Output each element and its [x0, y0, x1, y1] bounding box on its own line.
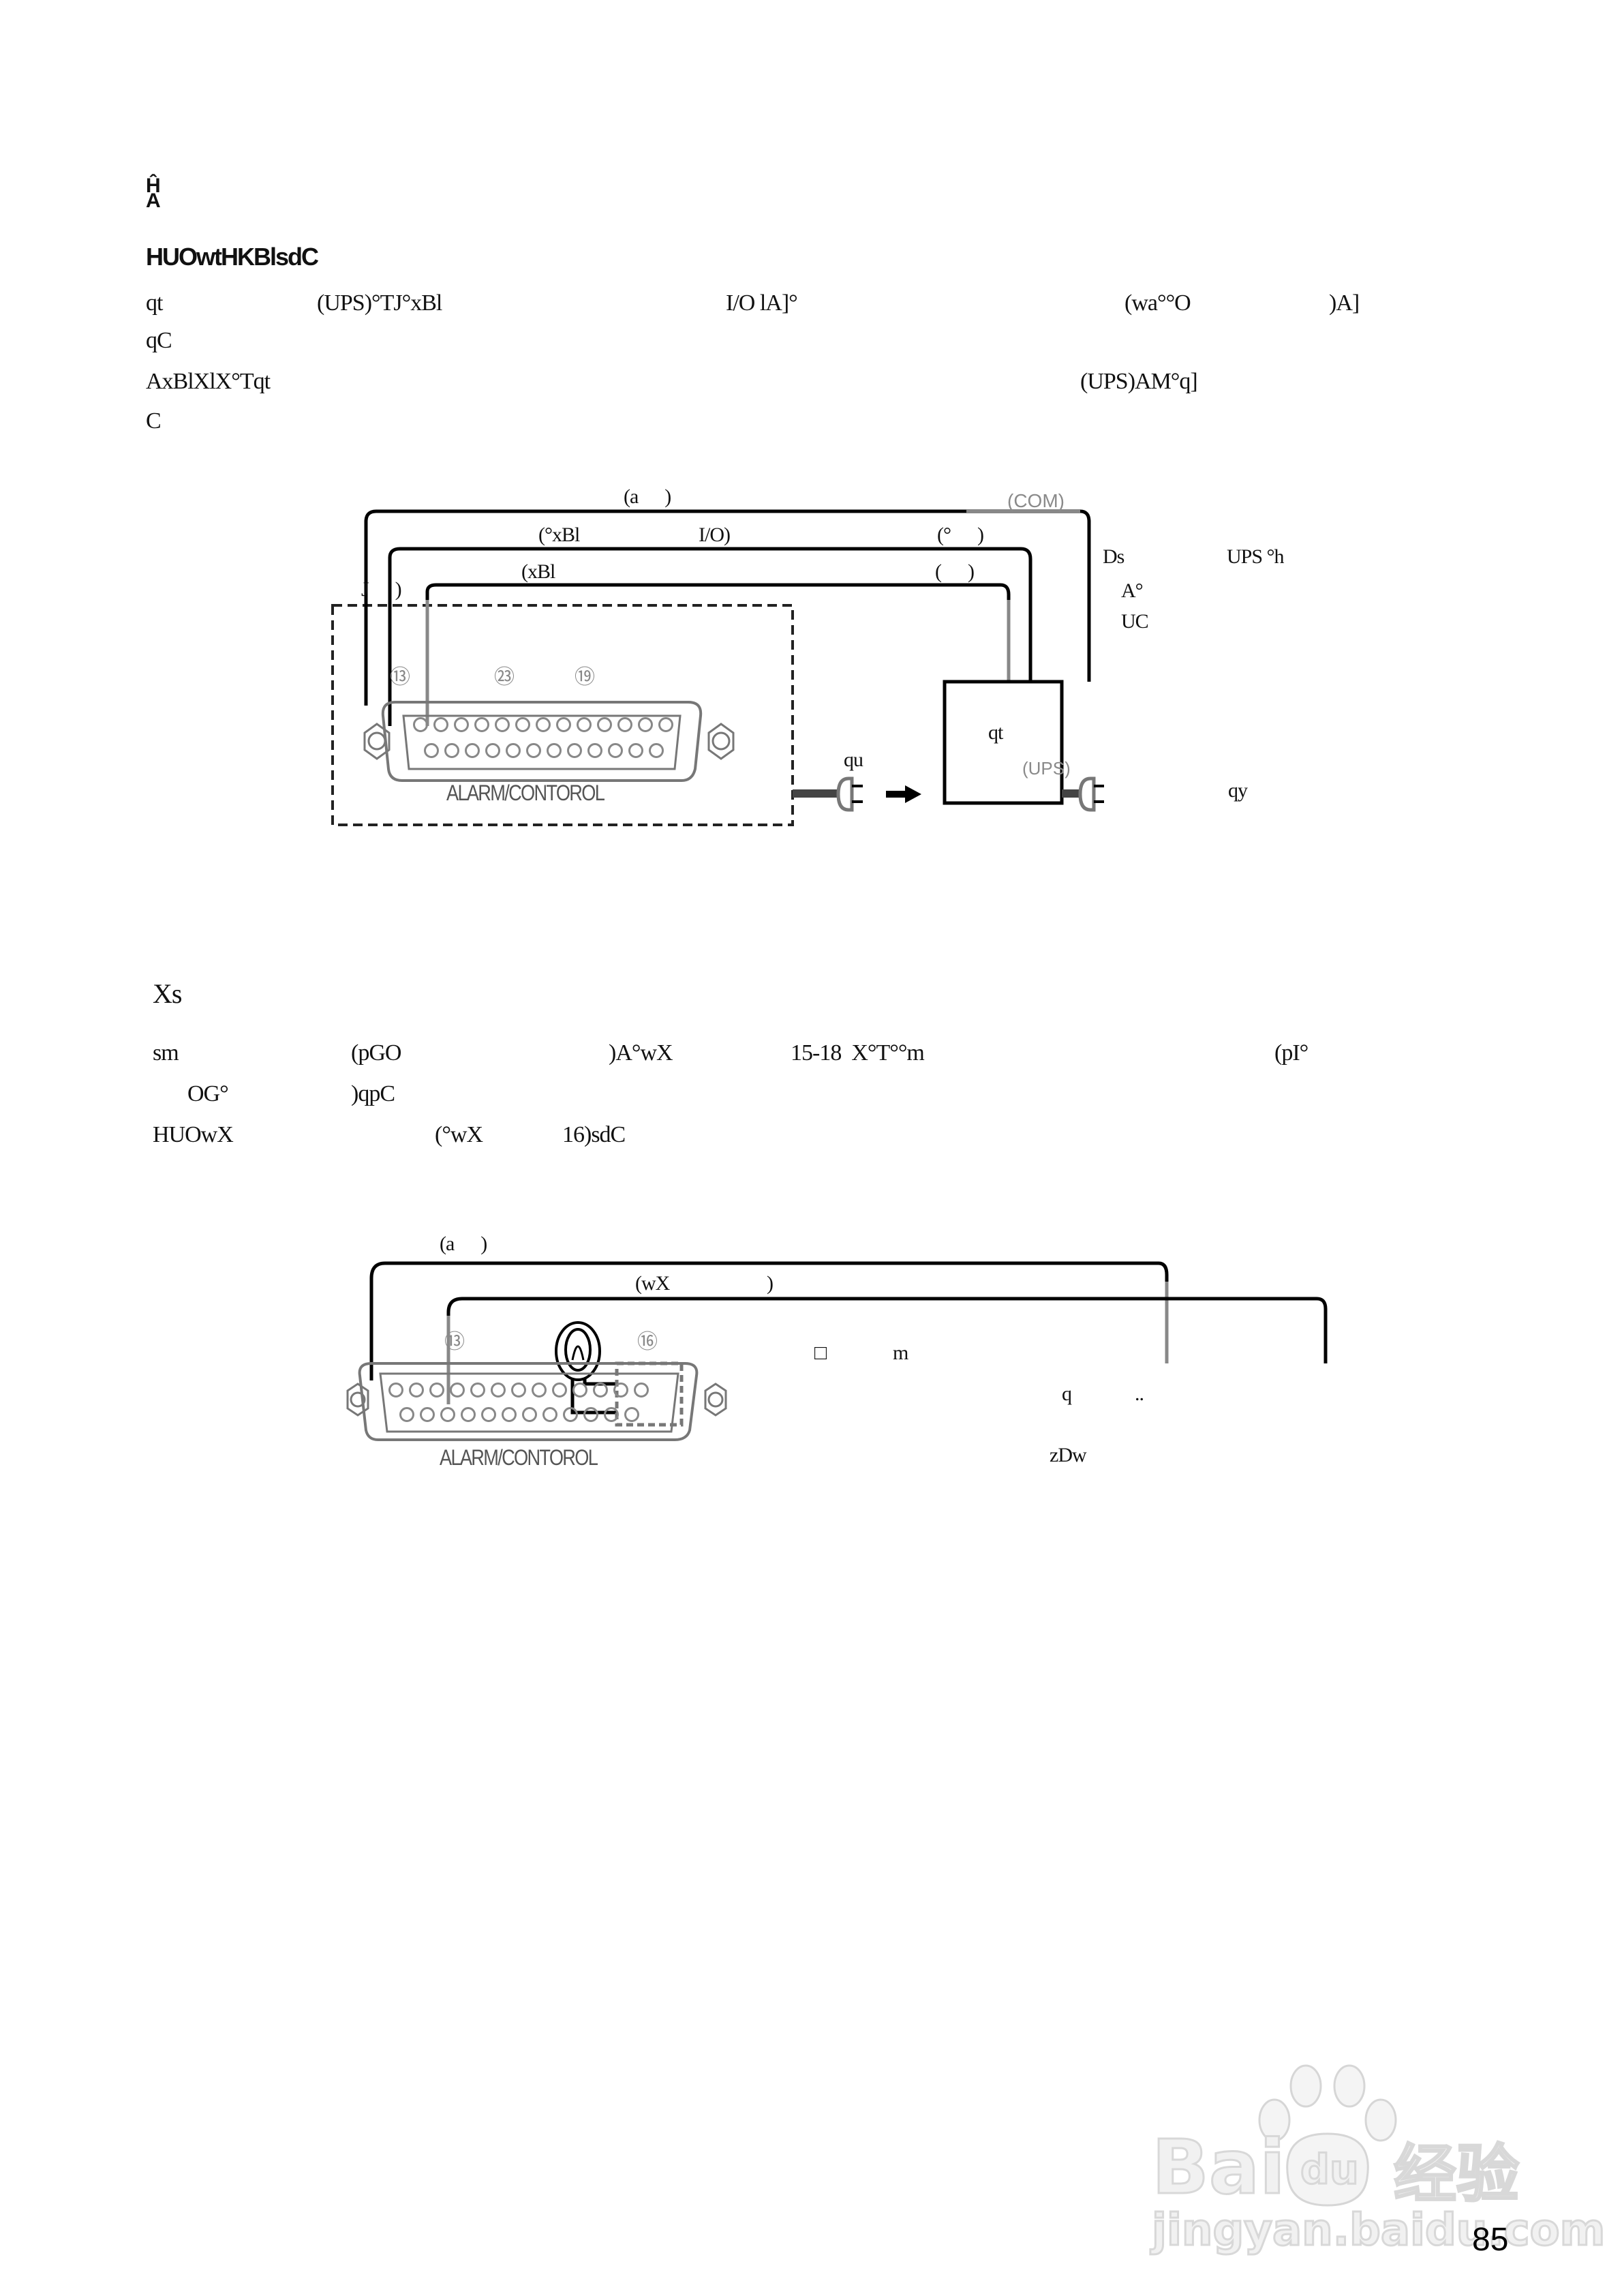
para1-line2: qC	[146, 328, 172, 353]
para2-line3-part3: 16)sdC	[562, 1122, 626, 1147]
source-box-caption: zDw	[1050, 1444, 1087, 1466]
watermark-paw-text: du	[1300, 2145, 1360, 2195]
para2-line2-part1: OG°	[187, 1081, 229, 1106]
diagram2-lines	[346, 1261, 1328, 1441]
pin-19-label: ⑲	[575, 665, 595, 689]
section2-title: Xs	[153, 978, 182, 1009]
ups-box-sublabel: (UPS)	[1022, 758, 1071, 779]
d2-wire-label-inner: (wX	[635, 1272, 670, 1295]
ups-box-label: qt	[988, 721, 1003, 744]
diagram1-lines	[331, 509, 1091, 826]
para2-line3-part1: HUOwX	[153, 1122, 234, 1147]
para2-line1-part2: (pGO	[351, 1040, 401, 1066]
d2-wire-label-inner-close: )	[767, 1272, 774, 1295]
ups-note-line2: A°	[1121, 579, 1144, 602]
db25-1-pin-row-bottom	[424, 743, 669, 758]
lamp-wiring-diagram: (a ) (wX ) ⑬ ⑯ ALARM/CONTOROL □ m q .. z…	[346, 1233, 1328, 1470]
para2-line1-part5: (pI°	[1274, 1040, 1309, 1066]
lamp-label-right: m	[893, 1342, 908, 1364]
pin-23-label: ㉓	[494, 665, 515, 689]
ups-note-line1b: UPS °h	[1227, 545, 1285, 568]
paw-icon	[1258, 2064, 1397, 2207]
baidu-jingyan-watermark: Bai du 经验 jingyan.baidu.com	[1150, 2059, 1606, 2263]
d2-wire-label-top: (a )	[440, 1233, 487, 1255]
lamp-label-left: □	[814, 1342, 827, 1364]
power-plug-icon	[793, 680, 1104, 812]
wire-label-top: (a )	[624, 485, 671, 508]
db25-2-pin-row-bottom	[399, 1407, 645, 1422]
para2-line1-part4: 15-18 X°T°°m	[791, 1040, 925, 1066]
connector-caption-2: ALARM/CONTOROL	[440, 1445, 598, 1470]
db25-1-pin-row-top	[413, 717, 679, 732]
para1-line1-part5: )A]	[1329, 290, 1360, 316]
wire-label-middle-right: (° )	[937, 524, 984, 546]
wire-label-com: (COM)	[1007, 490, 1065, 511]
wire-label-middle-left: (°xBl	[538, 524, 580, 546]
pin-13-label-2: ⑬	[444, 1330, 465, 1354]
watermark-url: jingyan.baidu.com	[1150, 2205, 1606, 2257]
para2-line2-part2: )qpC	[351, 1081, 395, 1106]
para2-line1-part1: sm	[153, 1040, 179, 1066]
para1-line1-part1: qt	[146, 290, 163, 316]
para1-line3-part1: AxBlXlX°Tqt	[146, 369, 271, 394]
plug-out-label: qy	[1228, 779, 1248, 802]
wire-label-middle-io: I/O)	[699, 524, 731, 546]
db25-2-pin-row-top	[388, 1383, 654, 1398]
ups-note-line3: UC	[1121, 610, 1149, 633]
device-enclosure	[331, 604, 794, 826]
section1-subtitle: HUOwtHKBlsdC	[146, 243, 319, 271]
source-box-label-left: q	[1062, 1383, 1072, 1405]
para1-line1-part4: (wa°°O	[1124, 290, 1191, 316]
section1-title: Ĥ A	[146, 175, 161, 212]
lamp-icon	[555, 1321, 601, 1381]
para1-line1-part2: (UPS)°TJ°xBl	[317, 290, 442, 316]
pin-13-label: ⑬	[390, 665, 410, 689]
para1-line4: C	[146, 408, 162, 434]
ups-note-line1: Ds	[1103, 545, 1124, 568]
para2-line3-part2: (°wX	[435, 1122, 483, 1147]
pin-16-label: ⑯	[637, 1330, 658, 1354]
ups-box	[943, 680, 1064, 805]
connector-caption-1: ALARM/CONTOROL	[446, 781, 605, 805]
para2-line1-part3: )A°wX	[609, 1040, 673, 1066]
plug-in-label: qu	[844, 749, 863, 771]
source-box-label-right: ..	[1135, 1383, 1144, 1405]
watermark-cn: 经验	[1392, 2137, 1520, 2212]
page-number: 85	[1472, 2222, 1509, 2258]
ups-wiring-diagram: (a ) (COM) (°xBl I/O) (° ) (xBl ( ) J ) …	[0, 0, 1622, 886]
wire-label-lower-right: ( )	[935, 560, 975, 583]
wire-label-lower-left: (xBl	[521, 560, 555, 583]
para1-line1-part3: I/O lA]°	[726, 290, 798, 316]
db25-connector-2	[346, 1362, 727, 1441]
para1-line3-part2: (UPS)AM°q]	[1080, 369, 1198, 394]
device-label: J )	[361, 578, 402, 601]
db25-connector-1	[363, 701, 735, 782]
watermark-brand: Bai	[1151, 2123, 1287, 2212]
